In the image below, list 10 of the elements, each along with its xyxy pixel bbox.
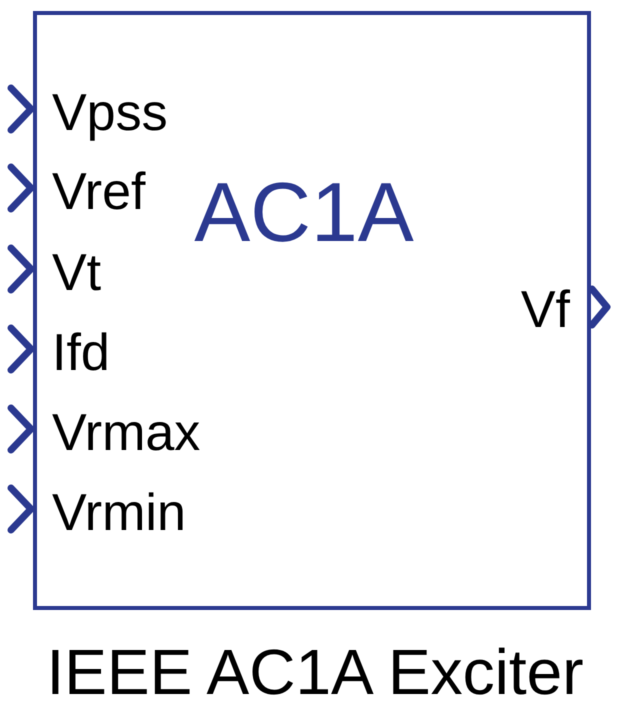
port-label: Vrmin <box>52 484 186 544</box>
subsystem-block <box>33 11 591 610</box>
port-label: Vt <box>52 244 102 304</box>
port-label: Vrmax <box>52 404 200 464</box>
block-name-label: IEEE AC1A Exciter <box>46 639 584 706</box>
port-label: Ifd <box>52 324 110 384</box>
block-type-label: AC1A <box>194 164 414 260</box>
port-label: Vf <box>520 280 570 340</box>
port-label: Vpss <box>52 84 168 144</box>
port-label: Vref <box>52 162 146 222</box>
